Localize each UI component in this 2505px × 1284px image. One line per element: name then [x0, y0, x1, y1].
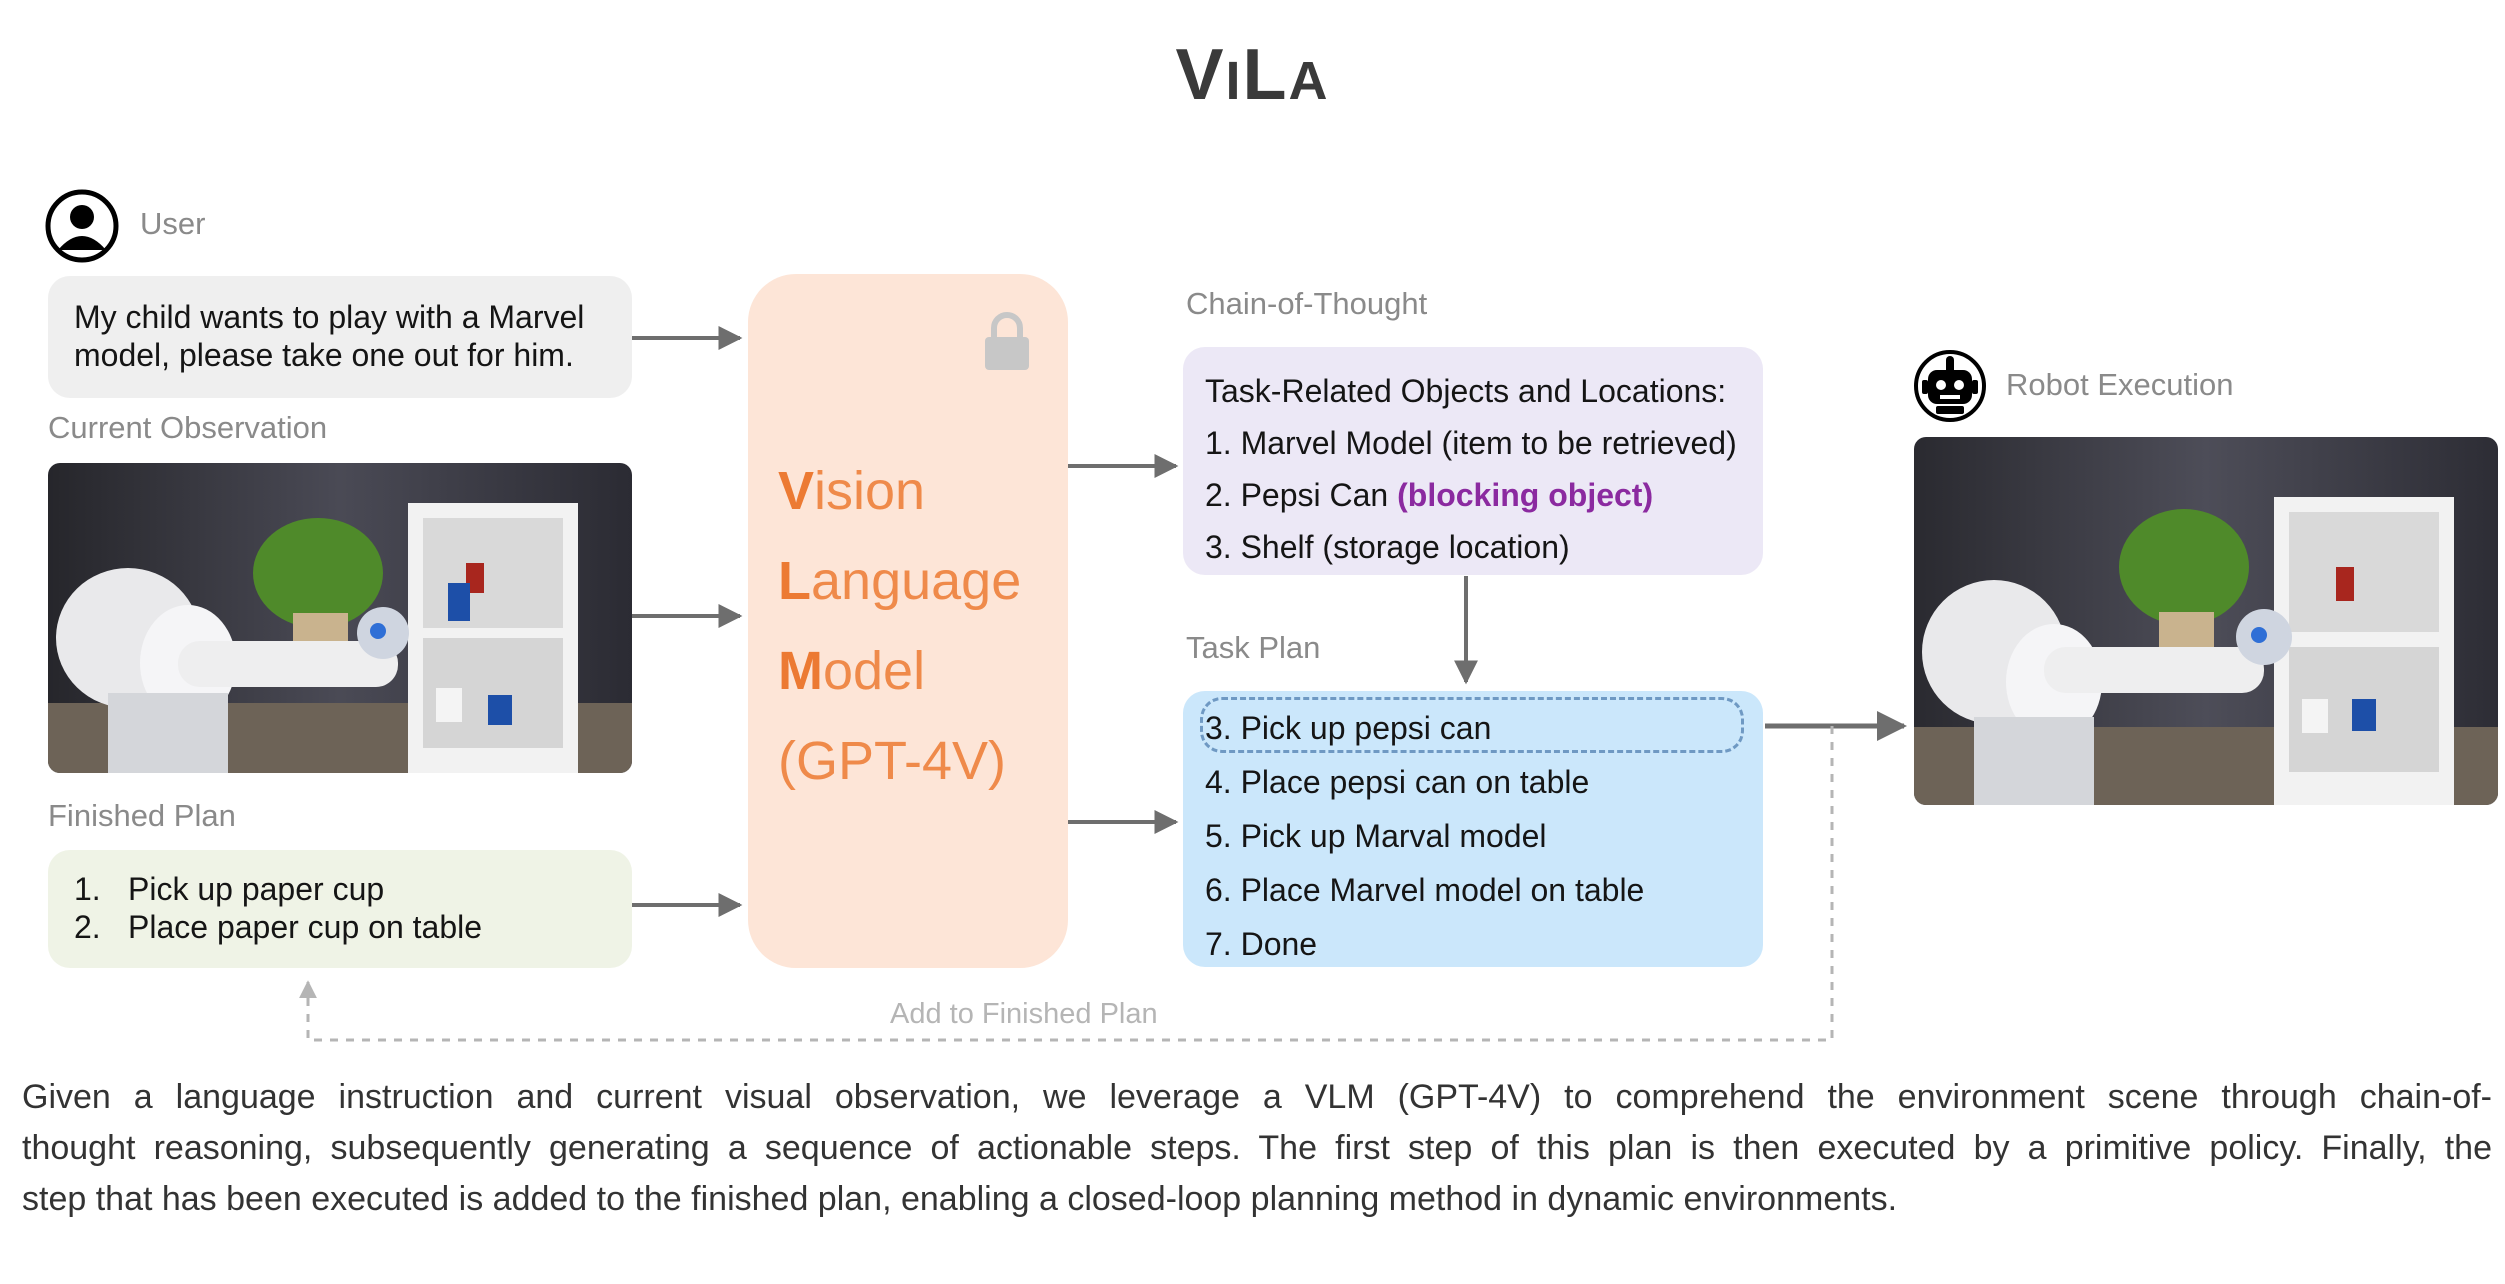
feedback-loop-arrow [299, 726, 1834, 1042]
caption-line: step that has been executed is added to … [22, 1180, 1898, 1218]
robot-execution-label: Robot Execution [2006, 367, 2234, 402]
robot-execution-image [1914, 437, 2498, 805]
current-step-highlight [1200, 697, 1744, 753]
chain-of-thought-box: Task-Related Objects and Locations: 1. M… [1183, 347, 1763, 575]
caption-line: thought reasoning, subsequently generati… [22, 1129, 2492, 1167]
caption: Given a language instruction and current… [22, 1072, 2492, 1225]
task-plan-item: 5. Pick up Marval model [1205, 818, 1547, 854]
user-instruction-bubble: My child wants to play with a Marvel mod… [48, 276, 632, 398]
observation-image [48, 463, 632, 773]
task-plan-item: 3. Pick up pepsi can [1205, 710, 1492, 746]
diagram-title: VILA [1175, 35, 1330, 115]
finished-plan-label: Finished Plan [48, 798, 236, 833]
user-instruction-text: My child wants to play with a Marvel mod… [74, 299, 585, 373]
finished-plan-item: 1. Pick up paper cup [74, 871, 385, 907]
vlm-title-language: Language [778, 551, 1022, 611]
cot-item: 2. Pepsi Can (blocking object) [1205, 477, 1654, 513]
vlm-title-vision: Vision [778, 461, 926, 521]
finished-plan-item: 2. Place paper cup on table [74, 909, 483, 945]
user-icon [44, 188, 120, 264]
task-plan-label: Task Plan [1186, 630, 1321, 665]
feedback-label: Add to Finished Plan [890, 998, 1158, 1030]
lock-icon [982, 310, 1032, 372]
cot-item: 1. Marvel Model (item to be retrieved) [1205, 425, 1737, 461]
observation-label: Current Observation [48, 410, 328, 445]
task-plan-item: 7. Done [1205, 926, 1318, 962]
user-label: User [140, 206, 206, 241]
vlm-title-model: Model [778, 641, 926, 701]
task-plan-box: 3. Pick up pepsi can 4. Place pepsi can … [1183, 691, 1763, 967]
blocking-object-highlight: (blocking object) [1397, 477, 1654, 513]
caption-line: Given a language instruction and current… [22, 1078, 2492, 1116]
cot-label: Chain-of-Thought [1186, 286, 1428, 321]
cot-heading: Task-Related Objects and Locations: [1205, 373, 1727, 409]
robot-icon [1912, 348, 1988, 424]
vlm-box: Vision Language Model (GPT-4V) [748, 274, 1068, 968]
task-plan-item: 4. Place pepsi can on table [1205, 764, 1590, 800]
vlm-title-gpt4v: (GPT-4V) [778, 731, 1007, 791]
task-plan-item: 6. Place Marvel model on table [1205, 872, 1645, 908]
finished-plan-box: 1. Pick up paper cup 2. Place paper cup … [48, 850, 632, 968]
cot-item: 3. Shelf (storage location) [1205, 529, 1570, 565]
